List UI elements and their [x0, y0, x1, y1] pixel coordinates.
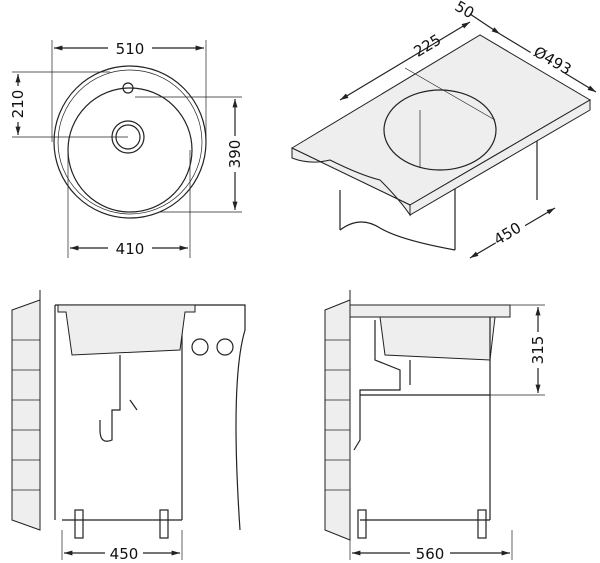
front-view: 450 [11, 290, 246, 563]
dim-560: 560 [416, 545, 445, 563]
side-view: 560 315 [324, 290, 548, 563]
sink-bowl-side [379, 316, 496, 361]
brick-wall [11, 290, 41, 531]
countertop-view: 225 50 Ø493 450 [290, 0, 597, 259]
dim-50: 50 [452, 0, 478, 22]
sink-bowl-front [57, 304, 196, 356]
top-view: 510 410 210 390 [8, 38, 245, 258]
sink-outer-rim [53, 65, 207, 219]
countertop-side [349, 304, 511, 318]
dim-225: 225 [411, 31, 445, 61]
dim-210: 210 [9, 90, 27, 119]
dim-450-front: 450 [110, 545, 139, 563]
bowl-edge [67, 87, 193, 213]
dim-410: 410 [116, 240, 145, 258]
tap-hole [122, 82, 134, 94]
brick-wall-side [324, 290, 351, 541]
dim-315: 315 [529, 336, 547, 365]
dim-510: 510 [116, 40, 145, 58]
dim-390: 390 [226, 140, 244, 169]
